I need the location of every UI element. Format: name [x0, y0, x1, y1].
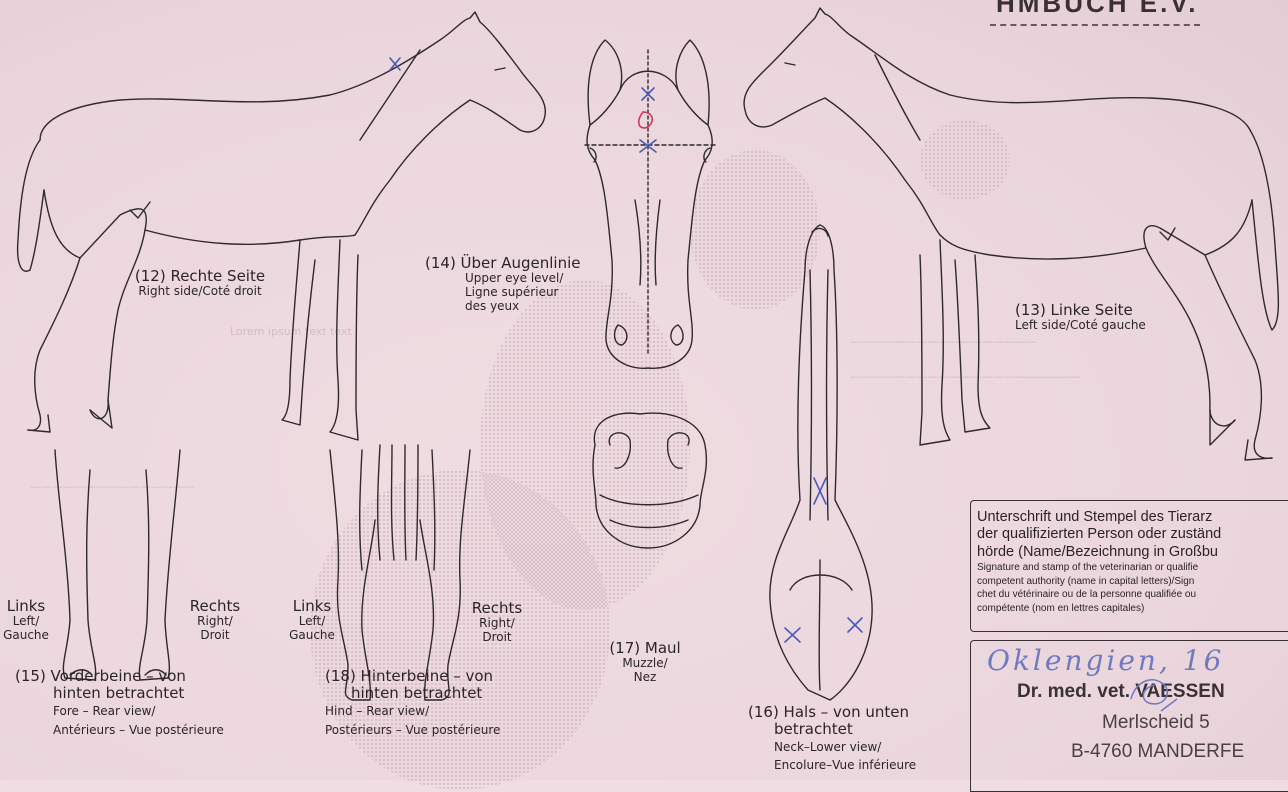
label-eye-level-fr2: des yeux: [465, 300, 581, 314]
label-muzzle-en: Muzzle/: [595, 657, 695, 671]
vet-marks: [390, 58, 862, 642]
label-neck-fr: Encolure–Vue inférieure: [774, 759, 916, 773]
hindlegs-rear-view-drawing: [330, 445, 470, 700]
sig-small-line2: competent authority (name in capital let…: [977, 576, 1288, 589]
label-hindlegs-title: (18) Hinterbeine – von: [325, 668, 500, 685]
sig-de-line3: hörde (Name/Bezeichnung in Großbu: [977, 544, 1288, 561]
label-hindlegs-fr: Postérieurs – Vue postérieure: [325, 724, 500, 738]
label-forelegs-fr: Antérieurs – Vue postérieure: [53, 724, 224, 738]
signature-scribble: [1121, 669, 1181, 719]
horse-left-side-drawing: [744, 8, 1278, 460]
horse-right-side-drawing: [18, 12, 546, 440]
label-fore-right: Rechts Right/ Droit: [180, 598, 250, 643]
label-neck-en: Neck–Lower view/: [774, 741, 916, 755]
label-neck-title: (16) Hals – von unten: [748, 704, 916, 721]
label-left-side-title: (13) Linke Seite: [1015, 302, 1146, 319]
label-hind-right-de: Rechts: [462, 600, 532, 617]
label-forelegs: (15) Vorderbeine – von hinten betrachtet…: [15, 668, 224, 738]
label-hindlegs-de2: hinten betrachtet: [351, 685, 500, 702]
label-right-side: (12) Rechte Seite Right side/Coté droit: [100, 268, 300, 299]
label-muzzle-fr: Nez: [595, 671, 695, 685]
label-fore-left: Links Left/ Gauche: [0, 598, 56, 643]
label-left-side: (13) Linke Seite Left side/Coté gauche: [1015, 302, 1146, 333]
label-eye-level: (14) Über Augenlinie Upper eye level/ Li…: [425, 255, 581, 314]
label-hind-right-fr: Droit: [462, 631, 532, 645]
sig-de-line1: Unterschrift und Stempel des Tierarz: [977, 509, 1288, 526]
sig-de-line2: der qualifizierten Person oder zuständ: [977, 526, 1288, 543]
label-fore-left-en: Left/: [0, 615, 56, 629]
label-fore-right-fr: Droit: [180, 629, 250, 643]
horse-head-front-drawing: [585, 40, 715, 368]
label-hind-left-en: Left/: [282, 615, 342, 629]
label-hind-left: Links Left/ Gauche: [282, 598, 342, 643]
label-right-side-title: (12) Rechte Seite: [100, 268, 300, 285]
vet-stamp-box: Oklengien, 16 Dr. med. vet. VAESSEN Merl…: [970, 640, 1288, 792]
label-fore-left-fr: Gauche: [0, 629, 56, 643]
handwritten-place-date: Oklengien, 16: [987, 644, 1224, 677]
sig-small-line1: Signature and stamp of the veterinarian …: [977, 562, 1288, 575]
label-hind-left-fr: Gauche: [282, 629, 342, 643]
label-fore-left-de: Links: [0, 598, 56, 615]
label-muzzle-title: (17) Maul: [595, 640, 695, 657]
sig-small-line3: chet du vétérinaire ou de la personne qu…: [977, 589, 1288, 602]
label-eye-level-title: (14) Über Augenlinie: [425, 255, 581, 272]
label-hind-right: Rechts Right/ Droit: [462, 600, 532, 645]
label-eye-level-fr1: Ligne supérieur: [465, 286, 581, 300]
label-fore-right-de: Rechts: [180, 598, 250, 615]
sig-small-line4: compétente (nom en lettres capitales): [977, 603, 1288, 616]
muzzle-drawing: [593, 413, 706, 548]
label-neck: (16) Hals – von unten betrachtet Neck–Lo…: [748, 704, 916, 773]
label-fore-right-en: Right/: [180, 615, 250, 629]
label-forelegs-title: (15) Vorderbeine – von: [15, 668, 224, 685]
label-hind-left-de: Links: [282, 598, 342, 615]
label-muzzle: (17) Maul Muzzle/ Nez: [595, 640, 695, 685]
label-eye-level-en: Upper eye level/: [465, 272, 581, 286]
label-forelegs-de2: hinten betrachtet: [53, 685, 224, 702]
label-hindlegs: (18) Hinterbeine – von hinten betrachtet…: [325, 668, 500, 738]
forelegs-rear-view-drawing: [55, 450, 180, 680]
label-left-side-sub: Left side/Coté gauche: [1015, 319, 1146, 333]
label-forelegs-en: Fore – Rear view/: [53, 705, 224, 719]
label-hind-right-en: Right/: [462, 617, 532, 631]
signature-instruction-box: Unterschrift und Stempel des Tierarz der…: [970, 500, 1288, 632]
label-right-side-sub: Right side/Coté droit: [100, 285, 300, 299]
vet-address-city: B-4760 MANDERFE: [1071, 741, 1244, 763]
label-hindlegs-en: Hind – Rear view/: [325, 705, 500, 719]
label-neck-de2: betrachtet: [774, 721, 916, 738]
